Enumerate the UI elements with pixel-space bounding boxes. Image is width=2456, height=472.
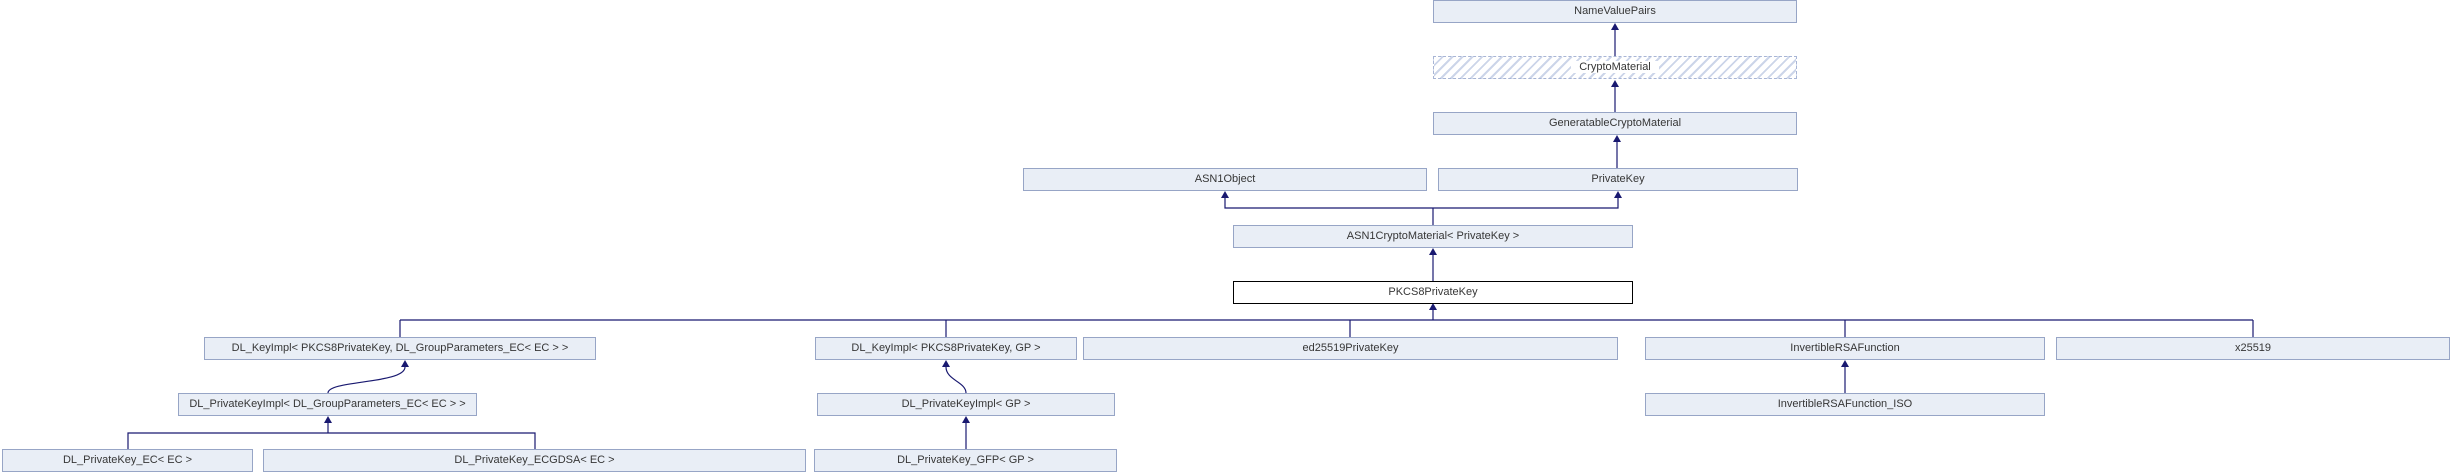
- node-invertiblersafunction-iso[interactable]: InvertibleRSAFunction_ISO: [1645, 393, 2045, 416]
- node-label: DL_PrivateKey_ECGDSA< EC >: [454, 454, 615, 466]
- node-x25519[interactable]: x25519: [2056, 337, 2450, 360]
- node-privatekey[interactable]: PrivateKey: [1438, 168, 1798, 191]
- node-cryptomaterial: CryptoMaterial: [1433, 56, 1797, 79]
- node-label: CryptoMaterial: [1571, 61, 1659, 73]
- node-label: PrivateKey: [1591, 173, 1645, 185]
- node-label: InvertibleRSAFunction: [1790, 342, 1900, 354]
- node-dl-privatekey-ecgdsa[interactable]: DL_PrivateKey_ECGDSA< EC >: [263, 449, 806, 472]
- node-label: DL_KeyImpl< PKCS8PrivateKey, DL_GroupPar…: [231, 342, 569, 354]
- node-label: InvertibleRSAFunction_ISO: [1777, 398, 1913, 410]
- node-label: ASN1Object: [1194, 173, 1256, 185]
- node-asn1cryptomaterial-privatekey[interactable]: ASN1CryptoMaterial< PrivateKey >: [1233, 225, 1633, 248]
- node-generatablecryptomaterial[interactable]: GeneratableCryptoMaterial: [1433, 112, 1797, 135]
- node-label: NameValuePairs: [1574, 5, 1656, 17]
- node-pkcs8privatekey-current: PKCS8PrivateKey: [1233, 281, 1633, 304]
- node-label: DL_KeyImpl< PKCS8PrivateKey, GP >: [851, 342, 1041, 354]
- node-label: DL_PrivateKey_GFP< GP >: [897, 454, 1034, 466]
- node-dl-privatekey-gfp[interactable]: DL_PrivateKey_GFP< GP >: [814, 449, 1117, 472]
- node-label: DL_PrivateKey_EC< EC >: [62, 454, 192, 466]
- node-asn1object[interactable]: ASN1Object: [1023, 168, 1427, 191]
- node-dl-keyimpl-gp[interactable]: DL_KeyImpl< PKCS8PrivateKey, GP >: [815, 337, 1077, 360]
- node-dl-privatekeyimpl-ec[interactable]: DL_PrivateKeyImpl< DL_GroupParameters_EC…: [178, 393, 477, 416]
- node-dl-privatekeyimpl-gp[interactable]: DL_PrivateKeyImpl< GP >: [817, 393, 1115, 416]
- node-label: DL_PrivateKeyImpl< GP >: [901, 398, 1031, 410]
- node-label: DL_PrivateKeyImpl< DL_GroupParameters_EC…: [189, 398, 466, 410]
- node-dl-privatekey-ec[interactable]: DL_PrivateKey_EC< EC >: [2, 449, 253, 472]
- node-label: x25519: [2234, 342, 2272, 354]
- node-namevaluepairs[interactable]: NameValuePairs: [1433, 0, 1797, 23]
- node-label: GeneratableCryptoMaterial: [1548, 117, 1682, 129]
- node-label: ed25519PrivateKey: [1302, 342, 1399, 354]
- node-dl-keyimpl-ec[interactable]: DL_KeyImpl< PKCS8PrivateKey, DL_GroupPar…: [204, 337, 596, 360]
- arrowheads: [324, 23, 1849, 423]
- node-ed25519privatekey[interactable]: ed25519PrivateKey: [1083, 337, 1618, 360]
- node-invertiblersafunction[interactable]: InvertibleRSAFunction: [1645, 337, 2045, 360]
- node-label: PKCS8PrivateKey: [1388, 286, 1478, 298]
- node-label: ASN1CryptoMaterial< PrivateKey >: [1346, 230, 1520, 242]
